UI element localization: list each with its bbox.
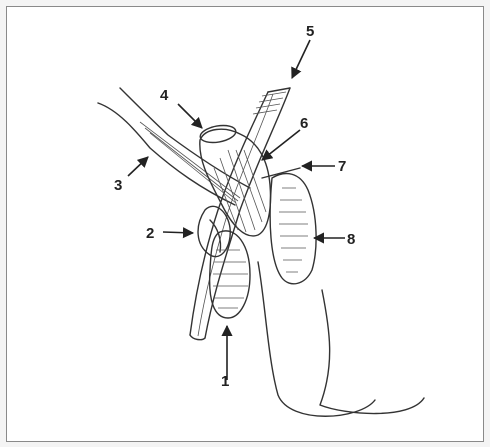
label-2: 2 <box>146 225 154 242</box>
label-3: 3 <box>114 177 122 194</box>
arrow-6 <box>262 130 300 160</box>
arrow-2 <box>163 232 193 233</box>
arrow-5 <box>292 40 310 78</box>
trailing-lines <box>258 262 424 416</box>
label-5: 5 <box>306 23 314 40</box>
arrow-3 <box>128 157 148 176</box>
label-4: 4 <box>160 87 169 104</box>
label-1: 1 <box>221 373 229 390</box>
label-8: 8 <box>347 231 355 248</box>
arrow-4 <box>178 104 202 128</box>
label-7: 7 <box>338 158 346 175</box>
label-6: 6 <box>300 115 308 132</box>
